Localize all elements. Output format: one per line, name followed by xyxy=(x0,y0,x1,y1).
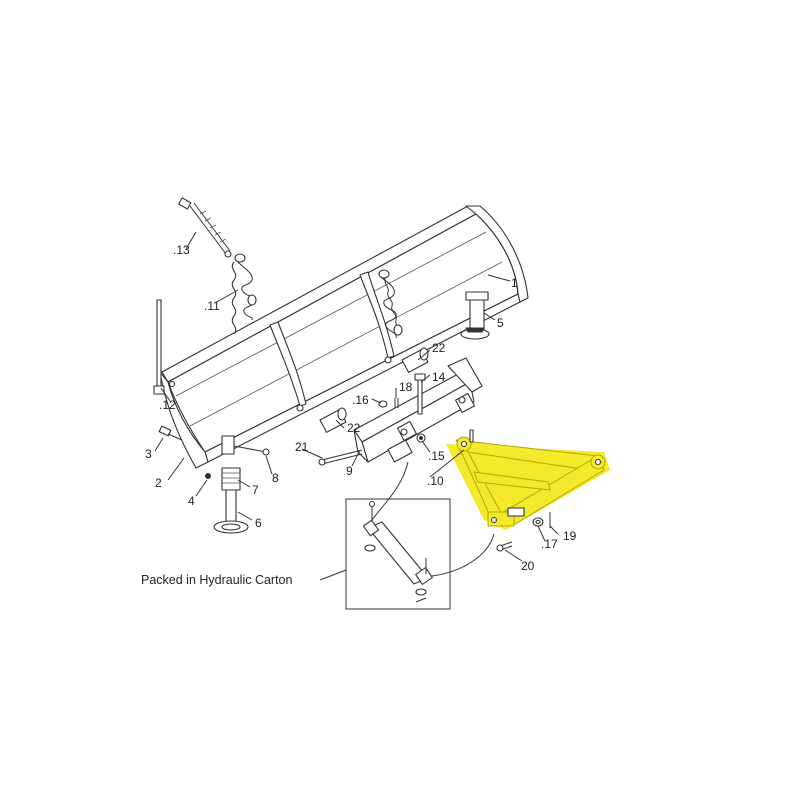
a-frame-washer xyxy=(532,517,544,527)
callout-16: .16 xyxy=(352,393,369,407)
callout-13: .13 xyxy=(173,243,190,257)
hydraulic-carton-note: Packed in Hydraulic Carton xyxy=(141,573,293,587)
spring-eyebolt xyxy=(178,197,232,258)
cutting-edge-bolt xyxy=(158,425,183,441)
skid-shoe-right xyxy=(460,291,490,340)
callout-20: 20 xyxy=(521,559,535,573)
callout-14: 14 xyxy=(432,370,446,384)
washer-small xyxy=(378,400,388,408)
callout-7: 7 xyxy=(252,483,259,497)
push-frame xyxy=(353,357,483,463)
plow-blade xyxy=(159,205,529,469)
a-frame-highlighted xyxy=(446,429,610,530)
callout-12: .12 xyxy=(159,398,176,412)
callout-6: 6 xyxy=(255,516,262,530)
callout-11: .11 xyxy=(204,299,220,313)
blade-marker-rod xyxy=(153,299,165,395)
callout-2: 2 xyxy=(155,476,162,490)
callout-15: .15 xyxy=(428,449,445,463)
callout-8: 8 xyxy=(272,471,279,485)
extension-spring-right xyxy=(378,269,403,339)
skid-shoe-left xyxy=(213,473,249,534)
callout-21: 21 xyxy=(295,440,309,454)
callout-5: 5 xyxy=(497,316,504,330)
callout-1: 1 xyxy=(511,276,518,290)
cutting-edge-nut xyxy=(205,473,211,479)
skid-collar xyxy=(221,467,241,491)
callout-4: 4 xyxy=(188,494,195,508)
callout-18: 18 xyxy=(399,380,413,394)
hinge-pin-long xyxy=(318,449,363,466)
trip-pin-vertical xyxy=(414,373,426,415)
pivot-bushing-lower xyxy=(319,407,347,433)
hydraulic-carton-box xyxy=(345,498,451,610)
a-frame-pin xyxy=(496,541,513,552)
hex-nut xyxy=(416,433,426,443)
callout-19: 19 xyxy=(563,529,577,543)
callout-22-lower: 22 xyxy=(347,421,361,435)
leader-lines xyxy=(154,231,559,581)
extension-spring-left xyxy=(231,253,257,335)
cotter-pin xyxy=(394,398,399,408)
callout-22-upper: 22 xyxy=(432,341,446,355)
skid-mount-pin xyxy=(221,435,270,456)
callout-3: 3 xyxy=(145,447,152,461)
callout-9: 9 xyxy=(346,464,353,478)
callout-10: .10 xyxy=(427,474,444,488)
callout-17: .17 xyxy=(541,537,558,551)
callout-labels: 1 2 3 4 5 6 7 8 9 .10 .11 .12 .13 14 .15… xyxy=(141,243,577,587)
